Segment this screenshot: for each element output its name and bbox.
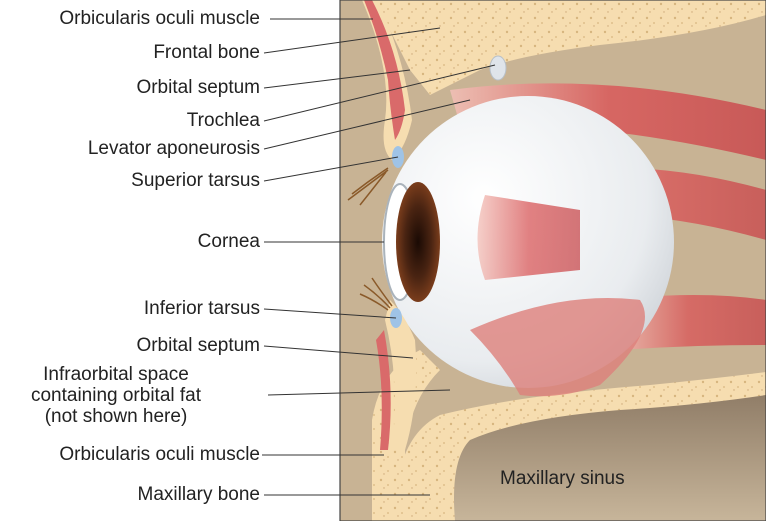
- label-orbicularis-bottom: Orbicularis oculi muscle: [59, 444, 260, 465]
- iris: [396, 182, 440, 302]
- label-inferior-tarsus: Inferior tarsus: [144, 298, 260, 319]
- label-maxillary-bone: Maxillary bone: [138, 484, 261, 505]
- anatomy-illustration: [340, 0, 766, 521]
- label-infraorbital-space: Infraorbital space containing orbital fa…: [0, 364, 266, 427]
- trochlea: [490, 56, 506, 80]
- rectus-on-globe: [478, 195, 581, 280]
- label-orbital-septum-top: Orbital septum: [136, 77, 260, 98]
- label-orbicularis-top: Orbicularis oculi muscle: [59, 8, 260, 29]
- label-infraorbital-line2: containing orbital fat: [0, 385, 266, 406]
- label-infraorbital-line3: (not shown here): [0, 406, 266, 427]
- label-levator-aponeurosis: Levator aponeurosis: [88, 138, 260, 159]
- label-infraorbital-line1: Infraorbital space: [0, 364, 266, 385]
- label-trochlea: Trochlea: [187, 110, 260, 131]
- label-maxillary-sinus: Maxillary sinus: [500, 468, 625, 490]
- label-orbital-septum-bottom: Orbital septum: [136, 335, 260, 356]
- label-cornea: Cornea: [198, 231, 260, 252]
- label-frontal-bone: Frontal bone: [153, 42, 260, 63]
- label-superior-tarsus: Superior tarsus: [131, 170, 260, 191]
